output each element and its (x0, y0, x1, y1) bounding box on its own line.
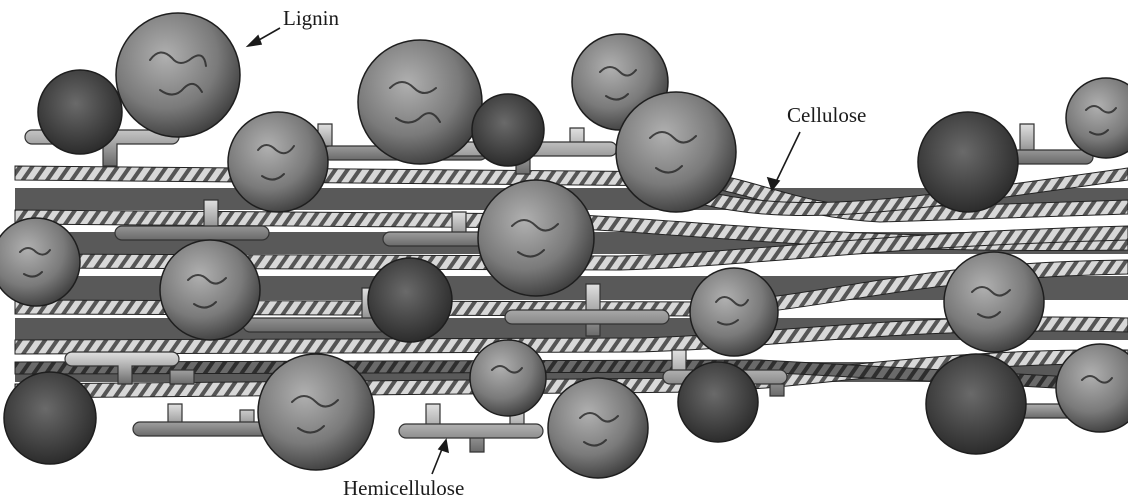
lignin-globule (38, 70, 122, 154)
lignin-globule (4, 372, 96, 464)
cellulose-arrow (774, 132, 800, 186)
cellulose-label: Cellulose (787, 105, 866, 126)
lignin-globule (358, 40, 482, 164)
lignin-globule (228, 112, 328, 212)
lignin-globule (368, 258, 452, 342)
lignin-globule (478, 180, 594, 296)
lignin-globule (926, 354, 1026, 454)
lignin-globule (918, 112, 1018, 212)
lignin-globule (690, 268, 778, 356)
lignin-globule (678, 362, 758, 442)
lignin-globule (548, 378, 648, 478)
hemicellulose-label: Hemicellulose (343, 478, 464, 499)
hemicellulose-arrowhead (439, 440, 448, 452)
lignin-globule (616, 92, 736, 212)
lignin-globule (116, 13, 240, 137)
lignin-globule (160, 240, 260, 340)
lignin-globule (258, 354, 374, 470)
lignin-globule (1066, 78, 1128, 158)
lignin-globule (944, 252, 1044, 352)
lignin-globule (0, 218, 80, 306)
lignin-label: Lignin (283, 8, 339, 29)
hemicellulose-chain (133, 404, 277, 436)
lignin-globule (472, 94, 544, 166)
lignin-arrowhead (248, 36, 261, 46)
lignin-globule (470, 340, 546, 416)
